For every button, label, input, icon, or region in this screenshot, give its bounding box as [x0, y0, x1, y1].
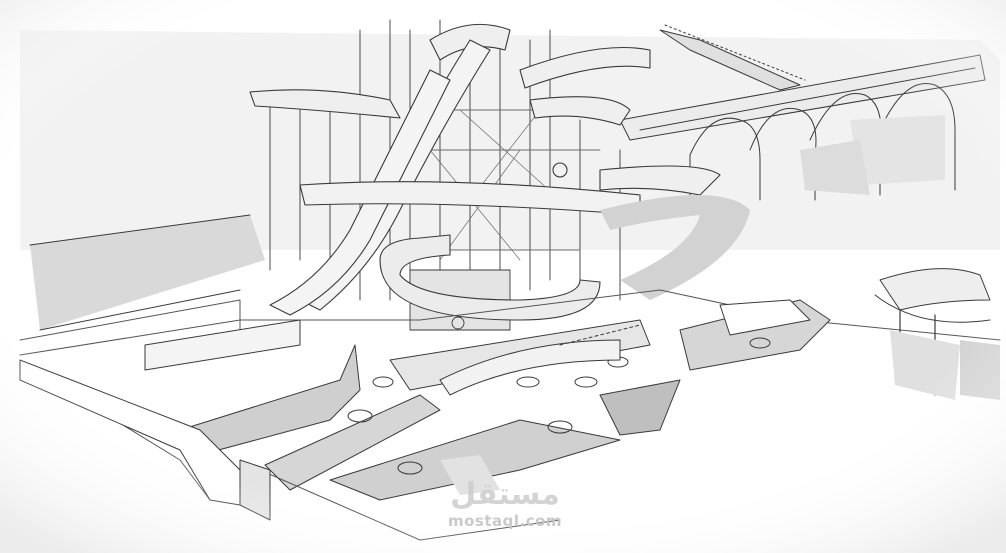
mostaql-watermark: مستقل mostaql.com — [440, 477, 570, 531]
watermark-latin-text: mostaql.com — [447, 512, 563, 530]
watermark-arabic-text: مستقل — [450, 477, 560, 512]
